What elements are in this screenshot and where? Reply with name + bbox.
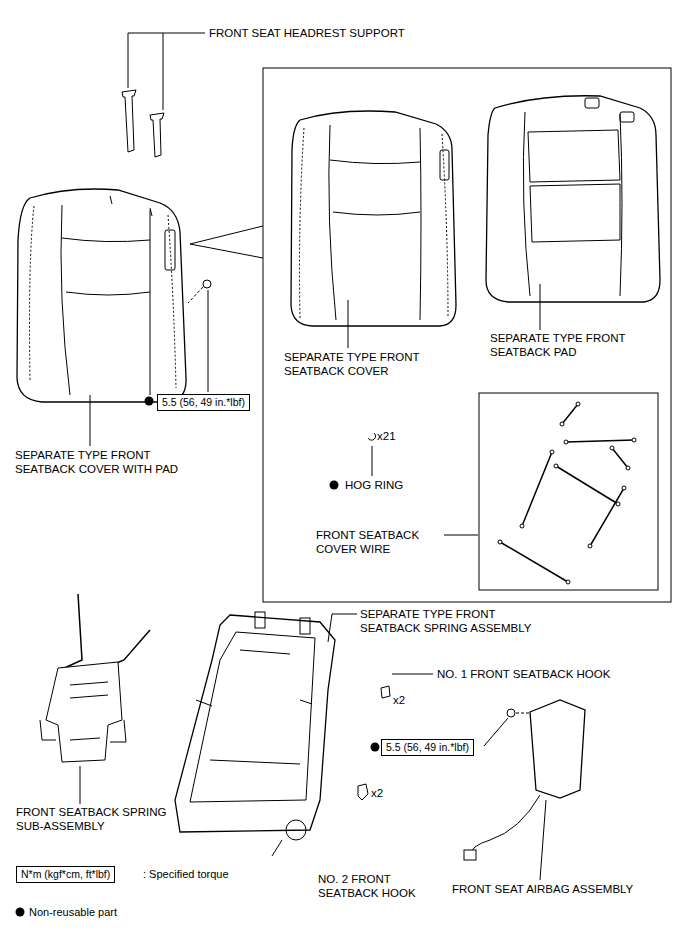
- legend-text: Non-reusable part: [29, 905, 117, 919]
- inset-pointer: [190, 226, 263, 258]
- torque-value: N*m (kgf*cm, ft*lbf): [21, 868, 110, 881]
- seat-airbag-assembly: [464, 700, 585, 860]
- leader-line: [540, 800, 546, 880]
- non-reusable-dot: [145, 397, 154, 406]
- seatback-cover: [291, 111, 456, 326]
- headrest-support: [122, 90, 164, 157]
- leader-line: [516, 713, 530, 714]
- quantity: x2: [393, 693, 405, 707]
- part-name: FRONT SEAT AIRBAG ASSEMBLY: [452, 882, 633, 896]
- hook-2: [358, 784, 368, 800]
- part-name: HOG RING: [345, 478, 403, 492]
- part-name: SEPARATE TYPE FRONT SEATBACK PAD: [490, 331, 642, 359]
- non-reusable-dot: [371, 743, 380, 752]
- torque-value: 5.5 (56, 49 in.*lbf): [386, 741, 469, 754]
- part-name: SEPARATE TYPE FRONT SEATBACK COVER: [284, 350, 454, 378]
- part-name: FRONT SEATBACK COVER WIRE: [316, 528, 441, 556]
- quantity: x2: [371, 786, 383, 800]
- part-name: SEPARATE TYPE FRONT SEATBACK SPRING ASSE…: [360, 607, 555, 635]
- leader-line: [444, 535, 478, 536]
- seatback-spring-sub-assembly: [40, 594, 150, 762]
- seatback-cover-wire: [500, 404, 634, 582]
- leader-line: [90, 395, 91, 446]
- part-name: NO. 2 FRONT SEATBACK HOOK: [318, 872, 433, 900]
- hook-1: [381, 686, 390, 698]
- torque-box: 5.5 (56, 49 in.*lbf): [157, 394, 250, 411]
- torque-box: 5.5 (56, 49 in.*lbf): [381, 739, 474, 756]
- quantity: x21: [377, 429, 396, 443]
- hog-ring: [368, 433, 376, 440]
- leader-line: [188, 287, 203, 303]
- torque-legend-box: N*m (kgf*cm, ft*lbf): [16, 866, 115, 883]
- part-name: FRONT SEAT HEADREST SUPPORT: [209, 26, 405, 40]
- part-name: FRONT SEATBACK SPRING SUB-ASSEMBLY: [16, 805, 196, 833]
- leader-line: [328, 614, 357, 642]
- leader-line: [348, 300, 349, 348]
- part-name: NO. 1 FRONT SEATBACK HOOK: [437, 667, 610, 681]
- seatback-cover-with-pad: [17, 189, 186, 402]
- leader-line: [392, 674, 433, 675]
- inset-frame: [263, 68, 671, 602]
- leader-line: [128, 33, 205, 110]
- leader-line: [484, 718, 508, 746]
- wire-end: [498, 402, 636, 584]
- leader-line: [208, 290, 209, 392]
- wire-frame: [479, 393, 658, 590]
- nut: [203, 280, 211, 288]
- legend-text: : Specified torque: [143, 867, 229, 881]
- leader-line: [372, 446, 373, 476]
- non-reusable-dot: [16, 908, 25, 917]
- seatback-spring-assembly: [175, 612, 335, 856]
- leader-line: [80, 766, 81, 804]
- torque-value: 5.5 (56, 49 in.*lbf): [162, 396, 245, 409]
- seatback-pad: [486, 96, 660, 302]
- nut: [507, 709, 515, 717]
- leader-line: [540, 284, 541, 330]
- part-name: SEPARATE TYPE FRONT SEATBACK COVER WITH …: [15, 448, 200, 476]
- non-reusable-dot: [330, 481, 339, 490]
